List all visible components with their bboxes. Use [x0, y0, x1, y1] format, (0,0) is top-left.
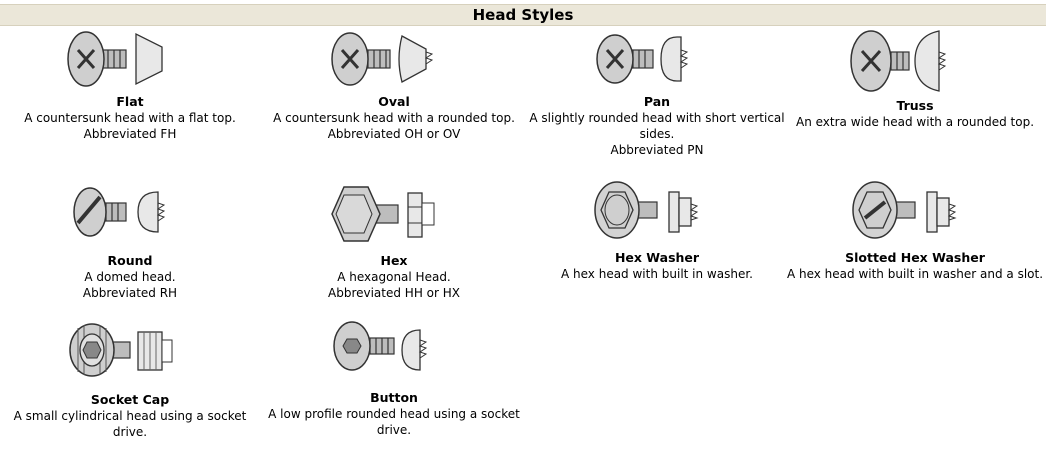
section-header: Head Styles [0, 4, 1046, 26]
style-description: A countersunk head with a flat top. [24, 111, 236, 125]
head-style-truss: Truss An extra wide head with a rounded … [785, 28, 1045, 130]
style-name: Slotted Hex Washer [845, 250, 985, 265]
style-description: An extra wide head with a rounded top. [795, 115, 1035, 129]
style-abbreviation: Abbreviated OH or OV [327, 127, 461, 141]
style-name: Button [370, 390, 418, 405]
style-name: Hex [380, 253, 408, 268]
style-name: Socket Cap [90, 392, 170, 407]
slotted-hex-washer-head-screw-icon [852, 181, 957, 239]
hex-head-bolt-icon [331, 186, 435, 242]
style-description: A hexagonal Head. [337, 270, 451, 284]
pan-head-screw-icon [596, 34, 689, 84]
style-name: Truss [896, 98, 934, 113]
style-name: Hex Washer [614, 250, 700, 265]
oval-head-screw-icon [331, 32, 434, 86]
round-head-screw-icon [73, 187, 166, 237]
head-style-hex: Hex A hexagonal Head. Abbreviated HH or … [264, 183, 524, 301]
socket-cap-screw-icon [69, 323, 173, 377]
style-abbreviation: Abbreviated RH [82, 286, 178, 300]
head-style-oval: Oval A countersunk head with a rounded t… [264, 28, 524, 142]
head-style-button: Button A low profile rounded head using … [264, 320, 524, 438]
head-style-round: Round A domed head. Abbreviated RH [0, 183, 260, 301]
style-abbreviation: Abbreviated PN [610, 143, 704, 157]
style-name: Round [107, 253, 153, 268]
style-description: A hex head with built in washer. [561, 267, 753, 281]
style-description: A countersunk head with a rounded top. [273, 111, 515, 125]
style-description: A hex head with built in washer and a sl… [786, 267, 1044, 281]
truss-head-screw-icon [850, 30, 947, 92]
style-description: A small cylindrical head using a socket … [13, 409, 247, 439]
style-description: A domed head. [84, 270, 176, 284]
head-style-socket-cap: Socket Cap A small cylindrical head usin… [0, 322, 260, 440]
flat-head-screw-icon [67, 31, 163, 87]
style-name: Pan [643, 94, 671, 109]
section-title: Head Styles [472, 6, 574, 24]
style-abbreviation: Abbreviated HH or HX [328, 286, 460, 300]
style-name: Oval [378, 94, 410, 109]
style-name: Flat [116, 94, 144, 109]
head-style-hex-washer: Hex Washer A hex head with built in wash… [527, 180, 787, 282]
head-style-flat: Flat A countersunk head with a flat top.… [0, 28, 260, 142]
hex-washer-head-screw-icon [594, 181, 699, 239]
style-abbreviation: Abbreviated FH [83, 127, 177, 141]
button-head-screw-icon [333, 321, 428, 371]
style-description: A slightly rounded head with short verti… [529, 111, 785, 141]
head-style-pan: Pan A slightly rounded head with short v… [527, 28, 787, 158]
style-description: A low profile rounded head using a socke… [268, 407, 520, 437]
head-style-slotted-hex-washer: Slotted Hex Washer A hex head with built… [785, 180, 1045, 282]
